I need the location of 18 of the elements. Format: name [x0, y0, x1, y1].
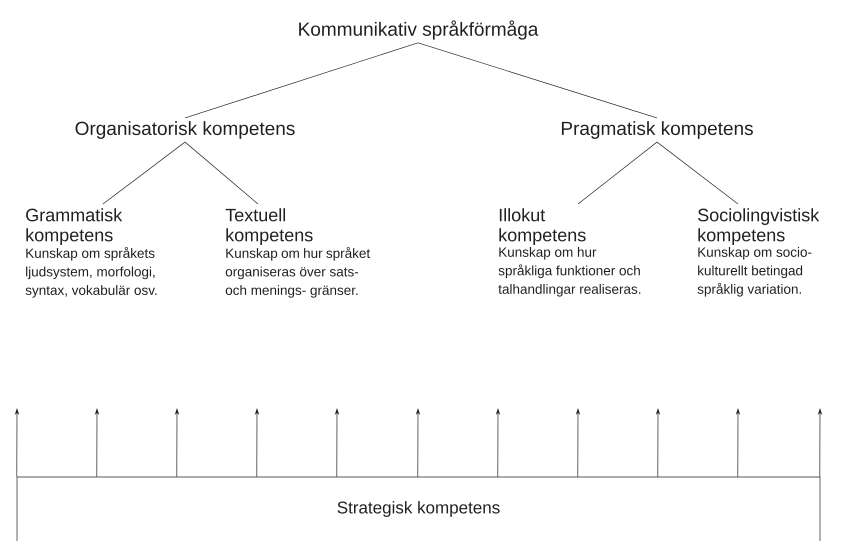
bracket-box: Strategisk kompetens: [16, 476, 820, 541]
connector-line: [418, 42, 658, 118]
heading-text: Organisatorisk kompetens: [76, 121, 295, 139]
node-heading: Illokut kompetens: [499, 208, 586, 245]
description-text: Kunskap om socio- kulturellt betingad språklig variation.: [698, 246, 812, 297]
node-heading: Sociolingvistisk kompetens: [698, 208, 820, 245]
heading-text: Kommunikativ språkförmåga: [299, 20, 538, 40]
node-heading: Grammatisk kompetens: [26, 208, 122, 245]
description-text: Kunskap om hur språket organiseras över sats- och menings- gränser.: [226, 246, 370, 298]
connector-line: [184, 142, 258, 204]
connector-line: [184, 42, 418, 118]
connector-line: [102, 142, 186, 204]
description-text: Kunskap om hur språkliga funktioner och talhandlingar realiseras.: [498, 246, 640, 297]
connector-line: [578, 142, 658, 204]
heading-text: Pragmatisk kompetens: [562, 121, 753, 139]
node-heading: Textuell kompetens: [226, 208, 313, 245]
connector-line: [656, 142, 738, 204]
description-text: Kunskap om språkets ljudsystem, morfologi, syntax, vokabulär osv.: [26, 246, 157, 298]
